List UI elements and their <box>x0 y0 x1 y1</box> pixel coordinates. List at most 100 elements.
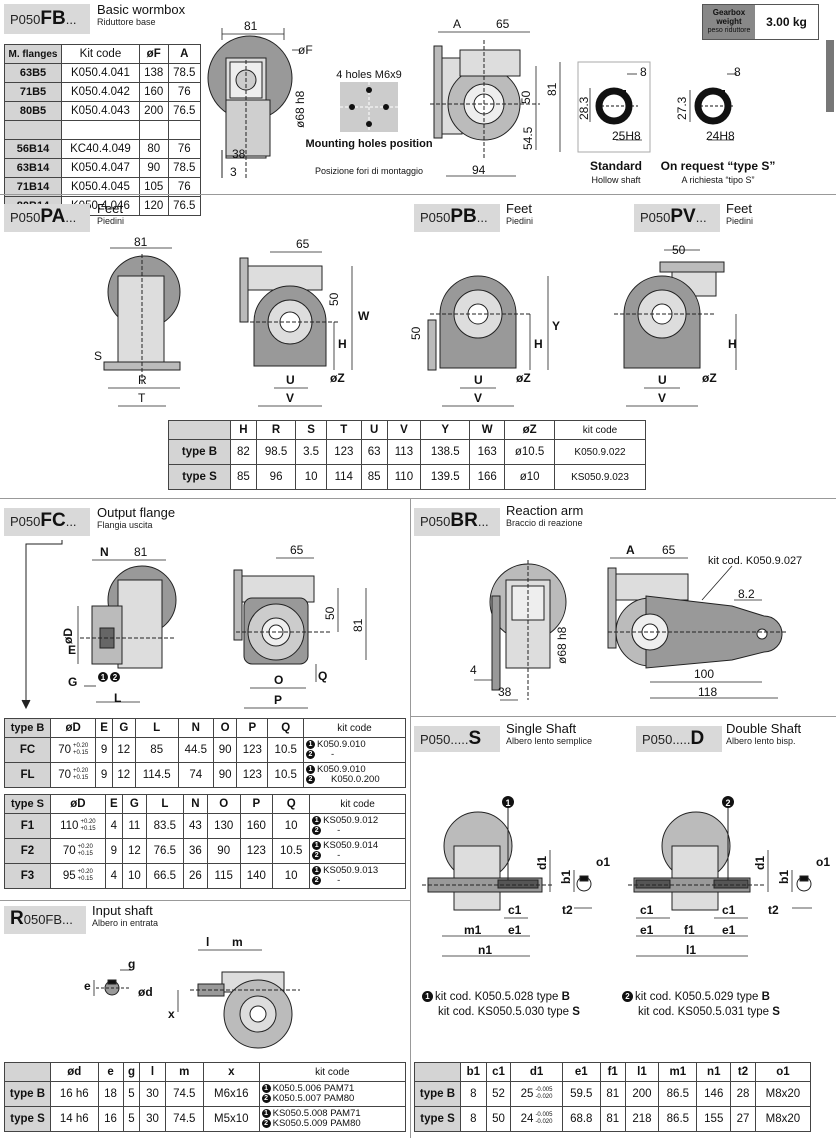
shaft-drawings: d1 b1 o1 t2 c1 e1 m1 n1 d1 b1 o1 t2 c1 c… <box>422 796 830 957</box>
shaft-cell-n1: 146 <box>696 1081 732 1107</box>
input-cell-d: 14 h6 <box>50 1106 99 1132</box>
shaft-cell-m1: 86.5 <box>658 1106 698 1132</box>
input-cell-g: 5 <box>122 1081 141 1107</box>
d-dim-e1a: e1 <box>640 923 654 937</box>
s-dim-e1: e1 <box>508 923 522 937</box>
shaft-cell-n1: 155 <box>696 1106 732 1132</box>
divider-4 <box>0 900 410 901</box>
flanges-cell: K050.4.045 <box>61 177 140 197</box>
pv-dim-v: V <box>658 391 666 405</box>
weight-label: Gearbox weight <box>712 8 746 26</box>
fc-dim-81b: 81 <box>351 618 365 632</box>
pa-dim-u: U <box>286 373 295 387</box>
fb-dim-545: 54.5 <box>521 126 535 150</box>
ps-title-block: Single Shaft Albero lento semplice <box>506 721 593 747</box>
flanges-cell: 76 <box>167 82 202 102</box>
pb-dim-z: øZ <box>516 371 531 385</box>
fc-tol-dn: +0.15 <box>72 750 89 756</box>
fc-cell-p: 160 <box>239 813 274 839</box>
fc-row-name: FL <box>4 762 51 788</box>
fc-dim-d: øD <box>61 628 75 644</box>
fc-tol-dn: +0.15 <box>80 826 96 832</box>
req-title: On request “type S” <box>661 159 776 173</box>
fc-tol-up: +0.20 <box>77 844 93 850</box>
fb-dim-68: ø68 h8 <box>293 90 307 128</box>
pa-dim-r: R <box>138 373 147 387</box>
mount-title: Mounting holes position <box>305 138 432 150</box>
fc-kit-1: K050.9.010 <box>317 739 366 750</box>
fb-dim-8: 8 <box>640 65 647 79</box>
fc-kit-2: - <box>337 850 341 862</box>
feet-cell: 98.5 <box>255 439 297 465</box>
flanges-cell: KC40.4.049 <box>61 139 140 159</box>
br-dim-4: 4 <box>470 663 477 677</box>
fc-cell-p: 123 <box>236 737 269 763</box>
shaft-cell-m1: 86.5 <box>658 1081 698 1107</box>
fc-cell-n: 36 <box>182 838 208 864</box>
feet-drawings: 81 S R T 65 50 W H U V øZ 50 Y H U V øZ … <box>94 236 737 407</box>
fc-row-name: F2 <box>4 838 51 864</box>
fc-cell-d: 70+0.20+0.15 <box>50 838 106 864</box>
pv-title-block: Feet Piedini <box>726 201 754 227</box>
br-side-view <box>489 560 567 700</box>
d-dim-l1: l1 <box>686 943 696 957</box>
input-kit-1: KS050.5.008 PAM71 <box>272 1108 361 1119</box>
s-dim-t2: t2 <box>562 903 573 917</box>
input-kit-2: K050.5.007 PAM80 <box>272 1093 355 1105</box>
pa-dim-50: 50 <box>327 292 341 306</box>
d-dim-o1: o1 <box>816 855 830 869</box>
fc-cell-q: 10 <box>272 863 311 889</box>
pb-dim-y: Y <box>552 319 560 333</box>
feet-cell: 138.5 <box>420 439 471 465</box>
shaft-tol-dn: -0.020 <box>535 1094 553 1100</box>
flanges-cell: 71B5 <box>4 82 62 102</box>
s-dim-d1: d1 <box>535 856 549 870</box>
fc-cell-g: 12 <box>121 838 147 864</box>
fc-cell-g: 12 <box>111 737 136 763</box>
feet-cell: 113 <box>386 439 422 465</box>
pv-dim-u: U <box>658 373 667 387</box>
fc-front-view <box>233 569 330 665</box>
feet-cell: 85 <box>360 464 388 490</box>
d-dim-e1b: e1 <box>722 923 736 937</box>
pa-dim-z: øZ <box>330 371 345 385</box>
mount-sub: Posizione fori di montaggio <box>315 166 423 176</box>
shaft-cell-l1: 218 <box>624 1106 660 1132</box>
svg-text:1: 1 <box>101 673 106 682</box>
feet-cell: type B <box>168 439 231 465</box>
input-dim-l: l <box>206 935 209 949</box>
fc-cell-p: 123 <box>239 838 274 864</box>
shaft-tol-dn: -0.020 <box>535 1119 553 1125</box>
single-shaft-key-section <box>576 875 592 892</box>
shaft-cell-o1: M8x20 <box>754 1081 812 1107</box>
svg-text:2: 2 <box>725 798 730 808</box>
shaft-tol-up: -0.005 <box>535 1087 553 1093</box>
input-dim-g: g <box>128 957 135 971</box>
pa-dim-v: V <box>286 391 294 405</box>
feet-cell: 10 <box>295 464 327 490</box>
input-shaft-section <box>96 979 130 996</box>
feet-cell: K050.9.022 <box>554 439 646 465</box>
fc-row-name: FC <box>4 737 51 763</box>
flanges-cell: 78.5 <box>167 63 202 83</box>
input-cell-m: 74.5 <box>164 1081 205 1107</box>
fc-kit-2: - <box>337 825 341 837</box>
input-dim-d: ød <box>138 985 153 999</box>
fb-dim-94: 94 <box>472 163 486 177</box>
fc-cell-o: 115 <box>206 863 241 889</box>
flanges-cell: 80B5 <box>4 101 62 121</box>
d-dim-f1: f1 <box>684 923 695 937</box>
flanges-cell: 63B5 <box>4 63 62 83</box>
fc-cell-d: 70+0.20+0.15 <box>49 762 97 788</box>
input-shaft-drawing: l m g e ød x <box>84 935 300 1049</box>
req-sub: A richiesta “tipo S” <box>681 175 754 185</box>
std-title: Standard <box>590 159 642 173</box>
fb-dim-a: A <box>453 17 461 31</box>
